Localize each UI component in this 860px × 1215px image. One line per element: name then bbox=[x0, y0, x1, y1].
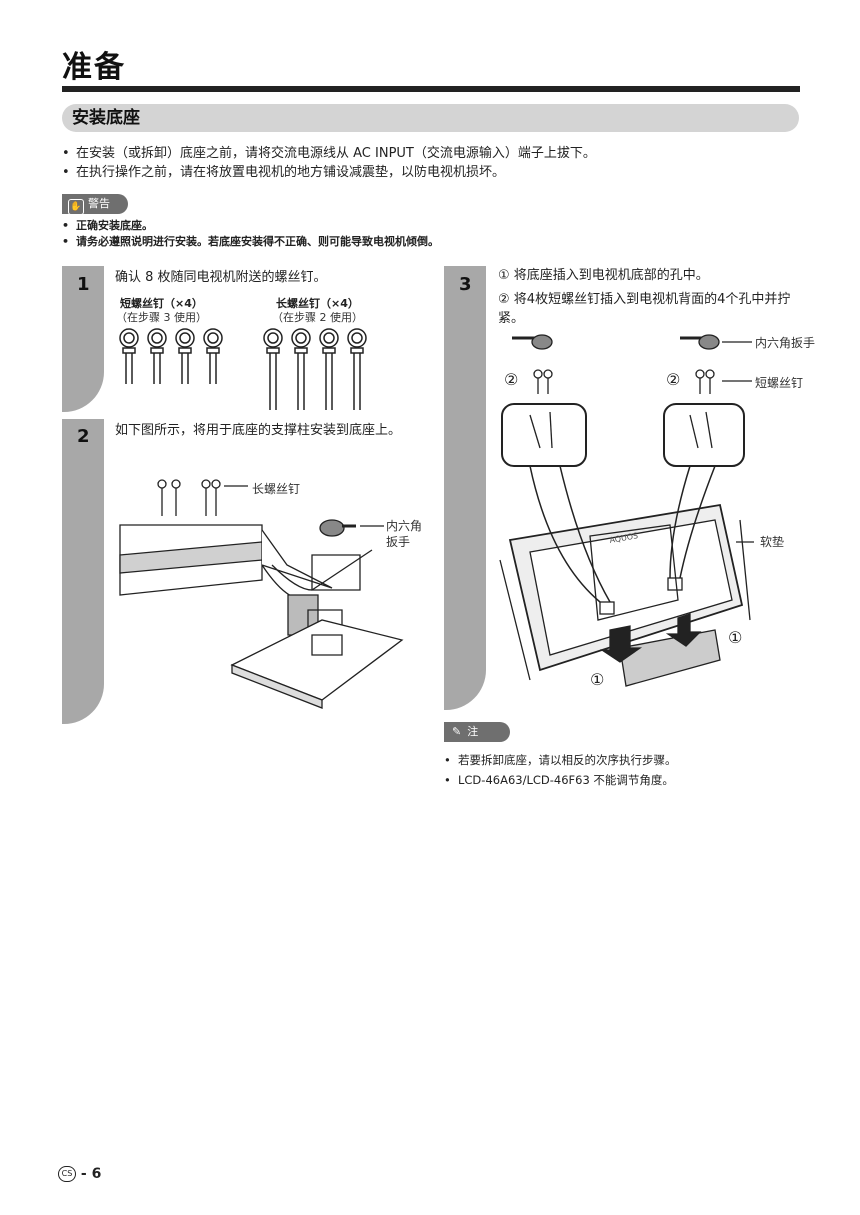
hex-wrench-icon bbox=[512, 334, 553, 350]
long-screw-icon bbox=[263, 328, 367, 410]
tv-mount-illustration: AQUOS bbox=[499, 334, 754, 687]
step-2-number: 2 bbox=[77, 426, 90, 447]
step-3-item-2-text: 将4枚短螺丝钉插入到电视机背面的4个孔中并拧紧。 bbox=[498, 292, 791, 326]
callout-long-screw: 长螺丝钉 bbox=[252, 482, 301, 496]
page-title: 准备 bbox=[62, 50, 126, 85]
note-item: LCD-46A63/LCD-46F63 不能调节角度。 bbox=[444, 770, 677, 790]
step-1-number: 1 bbox=[77, 274, 90, 295]
step-3-number: 3 bbox=[459, 274, 472, 295]
step-3-item-1: ① 将底座插入到电视机底部的孔中。 bbox=[498, 266, 709, 285]
long-screw-sub: （在步骤 2 使用） bbox=[272, 311, 363, 324]
step-2-text: 如下图所示，将用于底座的支撑柱安装到底座上。 bbox=[115, 423, 402, 438]
note-bullets: 若要拆卸底座，请以相反的次序执行步骤。 LCD-46A63/LCD-46F63 … bbox=[444, 750, 677, 790]
step-3-tab bbox=[444, 266, 486, 710]
circle-num-1-left: ① bbox=[590, 670, 605, 689]
hex-wrench-icon bbox=[680, 334, 720, 350]
note-badge: ✎注 bbox=[444, 722, 510, 742]
step-1-text: 确认 8 枚随同电视机附送的螺丝钉。 bbox=[115, 270, 327, 285]
step-3-item-2: ② 将4枚短螺丝钉插入到电视机背面的4个孔中并拧紧。 bbox=[498, 290, 798, 328]
warning-badge: ✋ 警告 bbox=[62, 194, 128, 215]
callout-short-screw: 短螺丝钉 bbox=[755, 376, 804, 390]
warning-item: 正确安装底座。 bbox=[62, 218, 439, 234]
screws-illustration bbox=[119, 328, 367, 410]
warning-bullets: 正确安装底座。 请务必遵照说明进行安装。若底座安装得不正确、则可能导致电视机倾倒… bbox=[62, 218, 439, 250]
circle-num-1-right: ① bbox=[728, 628, 743, 647]
section-bar bbox=[62, 104, 799, 132]
short-screw-icon bbox=[119, 328, 223, 384]
warning-item: 请务必遵照说明进行安装。若底座安装得不正确、则可能导致电视机倾倒。 bbox=[62, 234, 439, 250]
circle-num-1: ① bbox=[498, 268, 510, 283]
step-2-tab bbox=[62, 419, 104, 724]
hand-icon: ✋ bbox=[68, 199, 84, 215]
short-screw-label: 短螺丝钉（×4） bbox=[120, 297, 203, 310]
callout-wrench-step3: 内六角扳手 bbox=[755, 336, 816, 350]
circle-num-2: ② bbox=[498, 292, 510, 307]
intro-bullet: 在安装（或拆卸）底座之前，请将交流电源线从 AC INPUT（交流电源输入）端子… bbox=[62, 144, 596, 163]
paperclip-icon: ✎ bbox=[452, 725, 462, 738]
title-rule bbox=[62, 86, 800, 92]
short-screw-icon bbox=[533, 369, 553, 394]
language-badge: CS bbox=[58, 1166, 76, 1182]
intro-bullets: 在安装（或拆卸）底座之前，请将交流电源线从 AC INPUT（交流电源输入）端子… bbox=[62, 144, 596, 182]
circle-num-2-left: ② bbox=[504, 370, 519, 389]
short-screw-icon bbox=[695, 369, 715, 394]
intro-bullet: 在执行操作之前，请在将放置电视机的地方铺设减震垫，以防电视机损坏。 bbox=[62, 163, 596, 182]
circle-num-2-right: ② bbox=[666, 370, 681, 389]
page-number: 6 bbox=[91, 1166, 102, 1182]
note-item: 若要拆卸底座，请以相反的次序执行步骤。 bbox=[444, 750, 677, 770]
hex-wrench-icon bbox=[319, 519, 356, 537]
warning-label: 警告 bbox=[88, 197, 110, 210]
note-label: 注 bbox=[467, 725, 479, 738]
page-footer: CS - 6 bbox=[58, 1166, 101, 1182]
callout-wrench-step2: 内六角扳手 bbox=[386, 519, 423, 549]
callout-pad: 软垫 bbox=[760, 535, 785, 549]
stand-assembly-illustration bbox=[119, 479, 404, 709]
step-3-item-1-text: 将底座插入到电视机底部的孔中。 bbox=[513, 268, 709, 283]
long-screw-label: 长螺丝钉（×4） bbox=[276, 297, 359, 310]
section-title: 安装底座 bbox=[72, 108, 140, 128]
step-1-tab bbox=[62, 266, 104, 412]
short-screw-sub: （在步骤 3 使用） bbox=[116, 311, 207, 324]
long-screw-icon bbox=[157, 479, 221, 516]
